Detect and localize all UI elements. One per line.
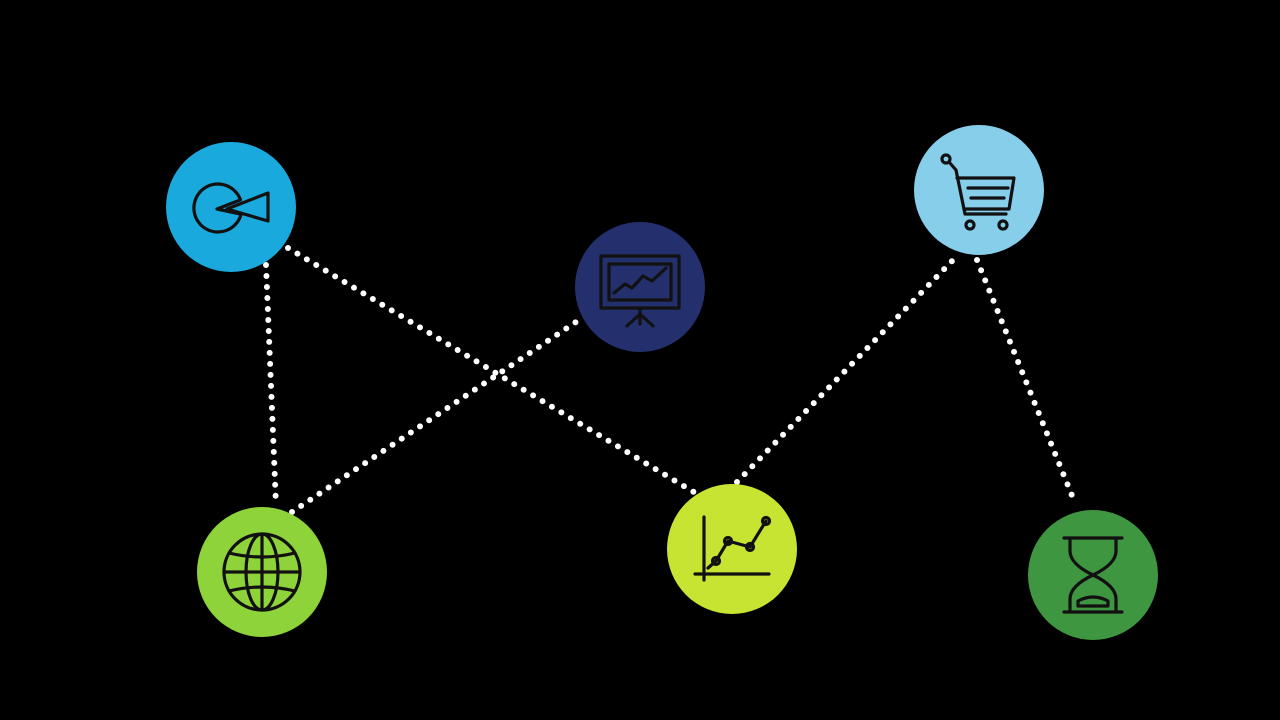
- node-globe: [197, 507, 327, 637]
- edge-cart-hourglass: [974, 257, 1078, 506]
- shopping-cart-icon: [940, 153, 1016, 231]
- pie-chart-icon: [192, 182, 270, 234]
- edge-globe-presentation: [289, 315, 585, 515]
- presentation-board-icon: [599, 254, 681, 328]
- edges: [263, 245, 1078, 515]
- node-presentation-circle: [575, 222, 705, 352]
- edge-pie-chart-globe: [263, 262, 279, 508]
- node-presentation: [575, 222, 705, 352]
- hourglass-icon: [1062, 536, 1124, 614]
- node-pie-chart: [166, 142, 296, 272]
- node-cart: [914, 125, 1044, 255]
- edge-growth-cart: [734, 254, 959, 485]
- line-graph-icon: [693, 515, 772, 582]
- node-cart-circle: [914, 125, 1044, 255]
- node-growth: [667, 484, 797, 614]
- node-hourglass: [1028, 510, 1158, 640]
- node-growth-circle: [667, 484, 797, 614]
- edge-pie-chart-growth: [285, 245, 700, 497]
- globe-icon: [222, 532, 302, 612]
